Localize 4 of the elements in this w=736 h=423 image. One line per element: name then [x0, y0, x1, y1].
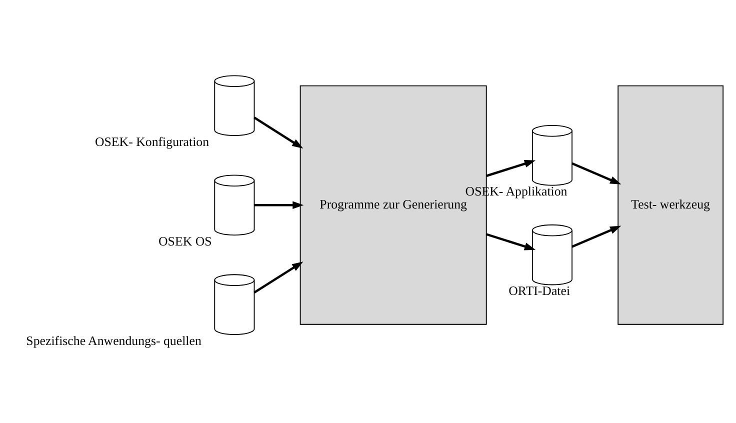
- node-label: ORTI-Datei: [508, 284, 570, 298]
- node-label: OSEK- Konfiguration: [94, 134, 210, 148]
- node-label: OSEK OS: [158, 234, 212, 248]
- node-label: Spezifische Anwendungs- quellen: [26, 333, 202, 348]
